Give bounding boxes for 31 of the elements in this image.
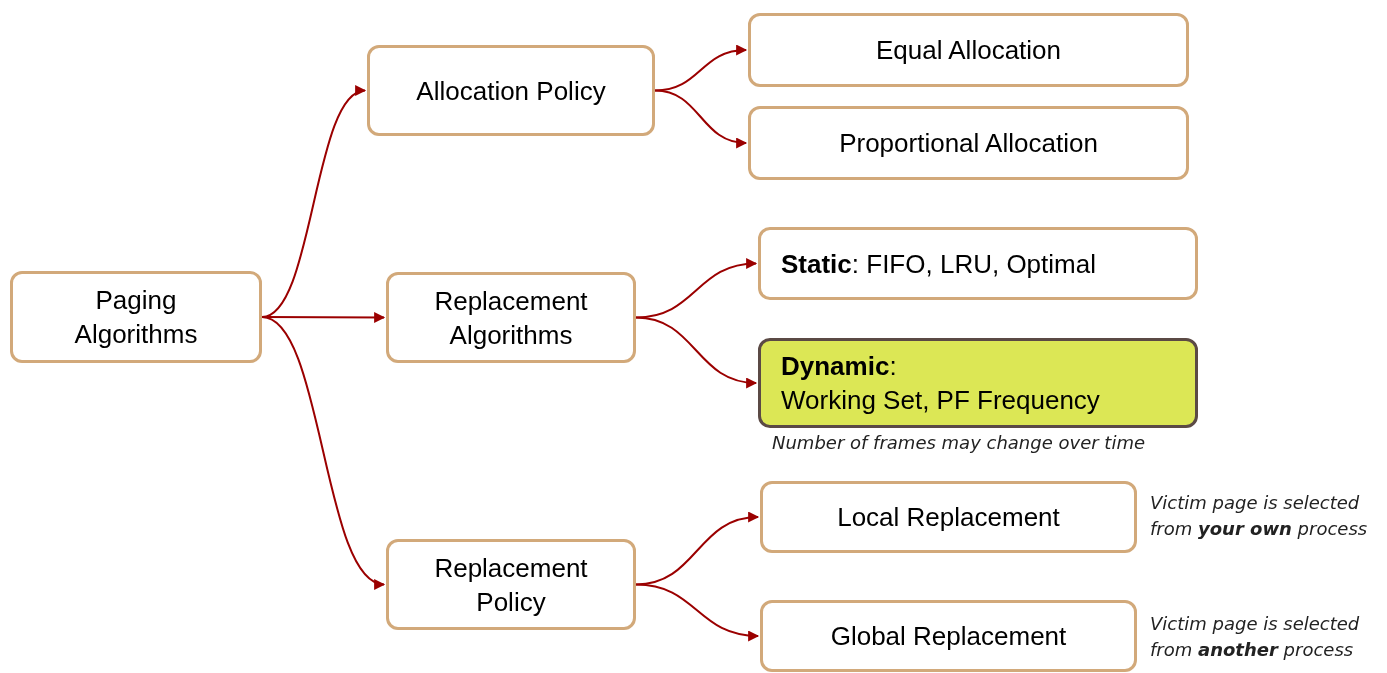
process-box bbox=[367, 45, 655, 136]
arrow bbox=[635, 583, 760, 641]
box-label: Global Replacement bbox=[830, 620, 1067, 653]
arrow bbox=[635, 258, 758, 319]
process-box bbox=[748, 106, 1189, 180]
box-label: Dynamic: bbox=[781, 350, 897, 383]
note-text: Victim page is selected from your own process bbox=[1150, 491, 1369, 541]
arrow bbox=[654, 45, 748, 92]
process-box bbox=[10, 271, 262, 363]
box-label: Replacement Policy bbox=[433, 551, 589, 619]
arrow bbox=[635, 512, 760, 586]
process-box bbox=[386, 272, 636, 363]
process-box bbox=[760, 600, 1137, 672]
box-label: Static: FIFO, LRU, Optimal bbox=[781, 247, 1096, 281]
process-box bbox=[758, 338, 1198, 428]
arrow bbox=[635, 316, 758, 388]
process-box bbox=[760, 481, 1137, 553]
process-box bbox=[758, 227, 1198, 300]
note-text: Number of frames may change over time bbox=[772, 431, 1146, 455]
box-label: Equal Allocation bbox=[876, 34, 1061, 67]
box-label: Allocation Policy bbox=[416, 74, 606, 108]
note-text: Victim page is selected from another process bbox=[1150, 612, 1361, 662]
arrow bbox=[654, 89, 748, 148]
process-box bbox=[748, 13, 1189, 87]
box-label: Proportional Allocation bbox=[839, 127, 1098, 160]
box-label: Working Set, PF Frequency bbox=[781, 384, 1100, 417]
box-label: Local Replacement bbox=[837, 501, 1060, 534]
box-label: Paging Algorithms bbox=[73, 284, 199, 351]
process-box bbox=[386, 539, 636, 630]
arrow bbox=[261, 316, 386, 587]
box-label: Replacement Algorithms bbox=[433, 284, 589, 352]
